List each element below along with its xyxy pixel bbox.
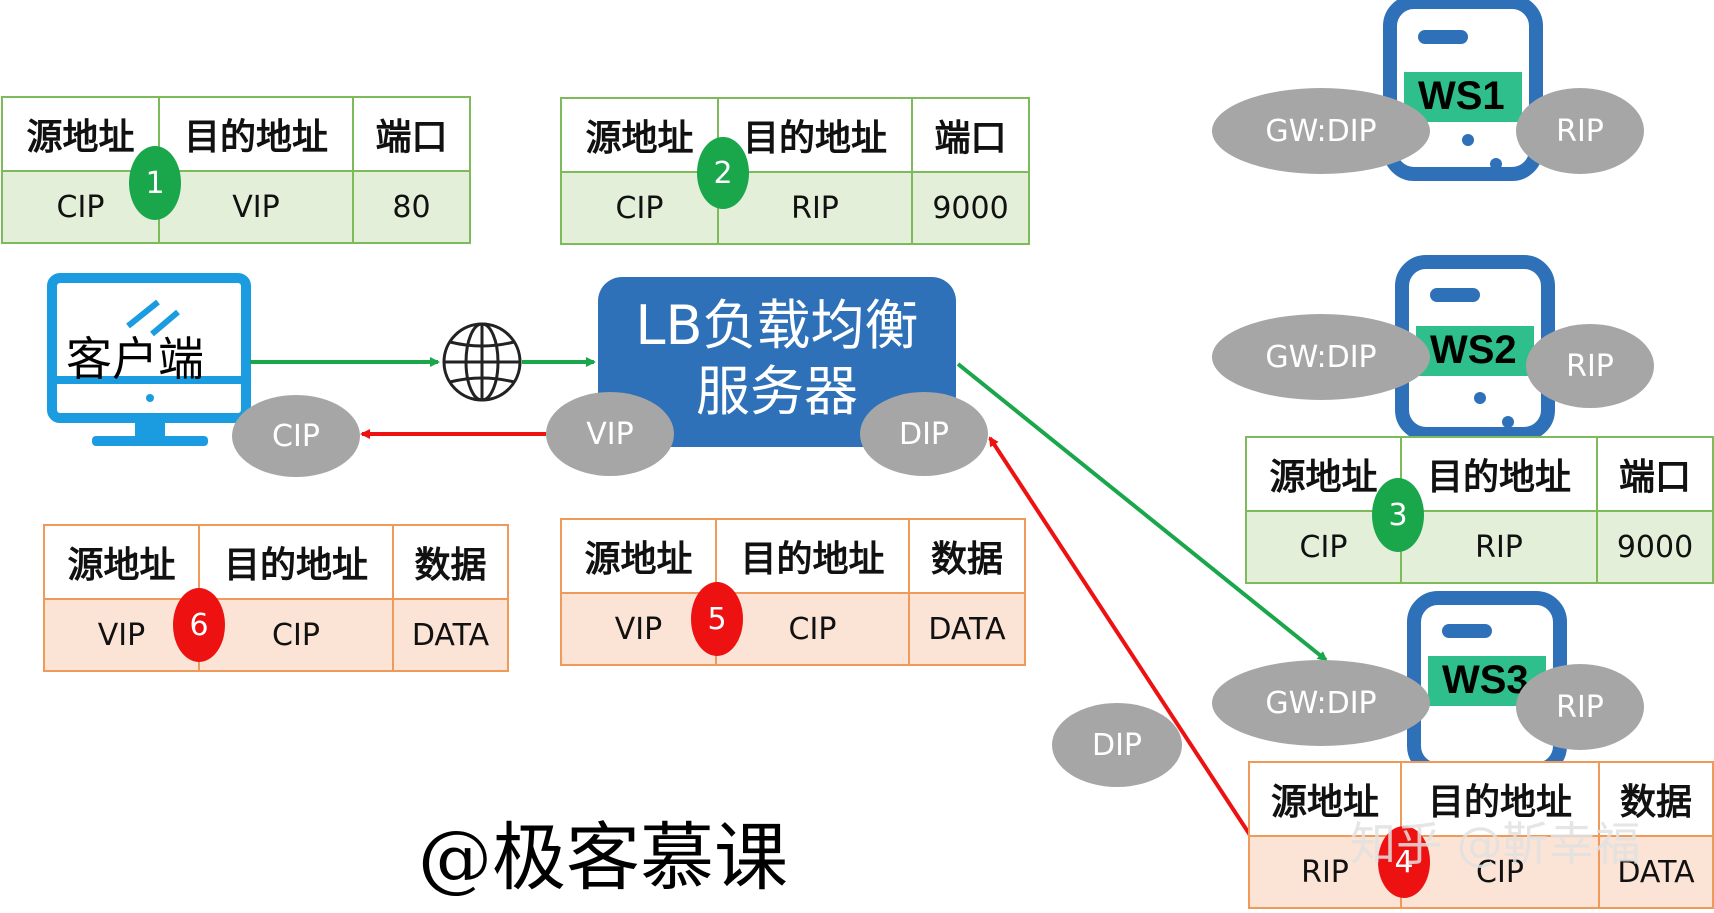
watermark-text: 知乎 @靳幸福 — [1350, 817, 1641, 871]
table-cell: CIP — [1400, 835, 1600, 909]
ws1-gw-pill: GW:DIP — [1212, 88, 1430, 174]
table-header: 目的地址 — [158, 96, 354, 172]
table-cell: VIP — [560, 592, 717, 666]
table-header: 端口 — [1596, 436, 1714, 512]
table-cell: CIP — [560, 171, 719, 245]
lb-title-line2: 服务器 — [696, 360, 858, 423]
table-header: 端口 — [911, 97, 1030, 173]
ws1-rip-pill: RIP — [1516, 88, 1644, 174]
server-ws1-icon — [1383, 0, 1543, 181]
table-cell: RIP — [717, 171, 913, 245]
ws2-label: WS2 — [1430, 328, 1517, 372]
table-cell: DATA — [1598, 835, 1714, 909]
step-badge-2: 2 — [697, 137, 749, 209]
table-header: 目的地址 — [198, 524, 394, 600]
packet-table-4: 源地址 目的地址 数据 RIP CIP DATA — [1248, 761, 1714, 909]
table-header: 目的地址 — [717, 97, 913, 173]
step-badge-5: 5 — [691, 582, 743, 656]
table-cell: DATA — [392, 598, 509, 672]
table-cell: 80 — [352, 170, 471, 244]
packet-table-6: 源地址 目的地址 数据 VIP CIP DATA — [43, 524, 509, 672]
ws3-to-dip-arrow — [988, 436, 1252, 837]
cip-pill: CIP — [232, 395, 360, 477]
packet-table-3: 源地址 目的地址 端口 CIP RIP 9000 — [1245, 436, 1714, 584]
packet-table-5: 源地址 目的地址 数据 VIP CIP DATA — [560, 518, 1026, 666]
step-badge-4: 4 — [1378, 826, 1430, 898]
table-header: 数据 — [1598, 761, 1714, 837]
vip-pill: VIP — [546, 392, 674, 476]
ws1-label: WS1 — [1418, 74, 1505, 118]
table-cell: CIP — [715, 592, 910, 666]
ws3-label: WS3 — [1442, 658, 1529, 702]
table-header: 目的地址 — [715, 518, 910, 594]
table-header: 源地址 — [560, 518, 717, 594]
client-monitor-icon — [47, 273, 251, 446]
table-header: 源地址 — [1248, 761, 1402, 837]
table-header: 源地址 — [43, 524, 200, 600]
table-cell: RIP — [1400, 510, 1598, 584]
table-header: 数据 — [392, 524, 509, 600]
ws3-gw-pill: GW:DIP — [1212, 660, 1430, 746]
step-badge-1: 1 — [129, 146, 181, 220]
table-cell: VIP — [158, 170, 354, 244]
table-header: 源地址 — [560, 97, 719, 173]
table-header: 数据 — [908, 518, 1026, 594]
step-badge-3: 3 — [1372, 478, 1424, 552]
lb-to-ws3-arrow — [956, 362, 1328, 662]
packet-table-1: 源地址 目的地址 端口 CIP VIP 80 — [1, 96, 471, 244]
table-header: 目的地址 — [1400, 761, 1600, 837]
table-cell: 9000 — [1596, 510, 1714, 584]
client-label: 客户端 — [66, 332, 204, 386]
ws3-rip-pill: RIP — [1516, 664, 1644, 750]
table-cell: 9000 — [911, 171, 1030, 245]
step-badge-6: 6 — [173, 588, 225, 662]
packet-table-2: 源地址 目的地址 端口 CIP RIP 9000 — [560, 97, 1030, 245]
lb-title-line1: LB负载均衡 — [635, 294, 919, 357]
brand-label: @极客慕课 — [418, 815, 788, 901]
table-cell: CIP — [198, 598, 394, 672]
table-cell: RIP — [1248, 835, 1402, 909]
table-header: 目的地址 — [1400, 436, 1598, 512]
table-cell: DATA — [908, 592, 1026, 666]
table-header: 端口 — [352, 96, 471, 172]
globe-icon — [442, 322, 522, 402]
ws2-gw-pill: GW:DIP — [1212, 314, 1430, 400]
ws2-rip-pill: RIP — [1526, 324, 1654, 408]
dip-return-pill: DIP — [1052, 703, 1182, 787]
dip-pill: DIP — [860, 392, 988, 476]
